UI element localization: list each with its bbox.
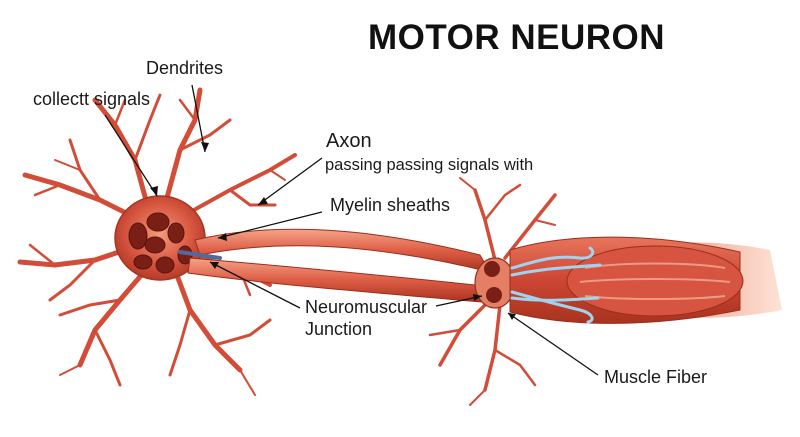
axon-terminal-branches [428,177,557,406]
label-axon-subtext: passing passing signals with [325,156,534,174]
pointer-lines [104,84,599,376]
label-neuromuscular-line1: Neuromuscular [305,297,428,317]
label-myelin-sheaths: Myelin sheaths [330,195,451,215]
nucleus [128,212,193,274]
pointer-arrowheads [150,142,516,320]
label-collect-signals: collectt signals [33,89,151,109]
label-muscle-fiber: Muscle Fiber [604,367,708,387]
neuromuscular-junction [474,257,516,309]
axons [178,228,492,303]
cell-body [114,195,206,281]
muscle-fiber [509,236,782,324]
diagram-title: MOTOR NEURON [368,18,666,57]
axon-hillock [178,250,222,260]
label-neuromuscular-line2: Junction [305,319,373,339]
label-axon: Axon [326,130,372,152]
nerve-links [510,246,602,324]
label-dendrites: Dendrites [146,58,224,78]
